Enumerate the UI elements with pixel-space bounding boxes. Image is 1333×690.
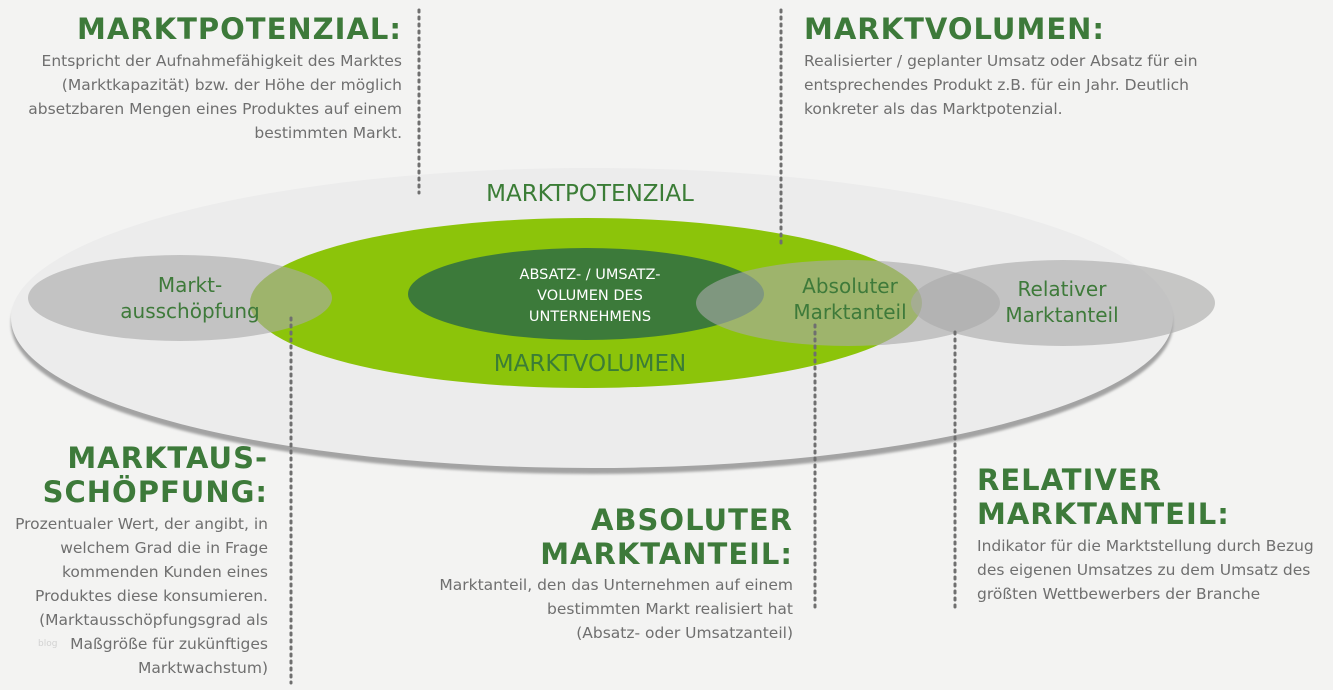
text-line: entsprechendes Produkt z.B. für ein Jahr…: [804, 76, 1189, 94]
marktausschoepfung-heading: MARKTAUS- SCHÖPFUNG:: [0, 441, 268, 509]
text-line: Prozentualer Wert, der angibt, in: [15, 515, 268, 533]
ausschoepfung-label-line: Markt-: [157, 273, 223, 297]
absoluter-marktanteil-heading: ABSOLUTER MARKTANTEIL:: [540, 503, 793, 571]
company-volume-label: ABSATZ- / UMSATZ- VOLUMEN DES UNTERNEHME…: [460, 265, 720, 328]
relative-share-ellipse-label: Relativer Marktanteil: [982, 276, 1142, 328]
company-volume-line: VOLUMEN DES: [537, 288, 643, 304]
ausschoepfung-ellipse-label: Markt- ausschöpfung: [100, 272, 280, 324]
text-line: (Marktausschöpfungsgrad als: [39, 611, 268, 629]
marktvolumen-section: MARKTVOLUMEN: Realisierter / geplanter U…: [804, 12, 1264, 121]
text-line: Realisierter / geplanter Umsatz oder Abs…: [804, 52, 1198, 70]
absolute-share-ellipse: [696, 260, 1000, 346]
text-line: bestimmten Markt.: [254, 124, 402, 142]
absoluter-marktanteil-section: ABSOLUTER MARKTANTEIL: Marktanteil, den …: [330, 503, 793, 645]
relativer-marktanteil-section: RELATIVER MARKTANTEIL: Indikator für die…: [977, 463, 1331, 606]
relativer-marktanteil-heading: RELATIVER MARKTANTEIL:: [977, 463, 1331, 531]
text-line: konkreter als das Marktpotenzial.: [804, 100, 1063, 118]
marktausschoepfung-text: Prozentualer Wert, der angibt, in welche…: [0, 512, 268, 680]
marktvolumen-text: Realisierter / geplanter Umsatz oder Abs…: [804, 49, 1264, 121]
absolute-share-ellipse-label: Absoluter Marktanteil: [770, 273, 930, 325]
company-volume-ellipse: [408, 248, 764, 340]
company-volume-line: UNTERNEHMENS: [528, 309, 652, 325]
text-line: Maßgröße für zukünftiges: [70, 635, 268, 653]
heading-line: MARKTAUS-: [67, 441, 268, 475]
company-volume-line: ABSATZ- / UMSATZ-: [519, 267, 661, 283]
marktvolumen-heading: MARKTVOLUMEN:: [804, 12, 1106, 46]
relative-share-label-line: Relativer: [1017, 277, 1107, 301]
relative-share-label-line: Marktanteil: [1005, 303, 1119, 327]
marktpotenzial-section: MARKTPOTENZIAL: Entspricht der Aufnahmef…: [0, 12, 402, 145]
text-line: des eigenen Umsatzes zu dem Umsatz des: [977, 561, 1311, 579]
ausschoepfung-label-line: ausschöpfung: [120, 299, 260, 323]
text-line: Marktwachstum): [138, 659, 268, 677]
watermark: blog: [38, 639, 58, 649]
heading-line: RELATIVER: [977, 463, 1162, 497]
marktausschoepfung-section: MARKTAUS- SCHÖPFUNG: Prozentualer Wert, …: [0, 441, 268, 680]
absoluter-marktanteil-text: Marktanteil, den das Unternehmen auf ein…: [330, 573, 793, 645]
relative-share-ellipse: [911, 260, 1215, 346]
marktpotenzial-text: Entspricht der Aufnahmefähigkeit des Mar…: [0, 49, 402, 145]
heading-line: SCHÖPFUNG:: [42, 475, 268, 509]
text-line: (Absatz- oder Umsatzanteil): [576, 624, 793, 642]
relativer-marktanteil-text: Indikator für die Marktstellung durch Be…: [977, 534, 1331, 606]
text-line: (Marktkapazität) bzw. der Höhe der mögli…: [61, 76, 402, 94]
text-line: welchem Grad die in Frage: [60, 539, 268, 557]
text-line: größten Wettbewerbers der Branche: [977, 585, 1261, 603]
absolute-share-label-line: Marktanteil: [793, 300, 907, 324]
absolute-share-label-line: Absoluter: [802, 274, 898, 298]
ausschoepfung-ellipse: [28, 255, 332, 341]
text-line: Indikator für die Marktstellung durch Be…: [977, 537, 1314, 555]
text-line: kommenden Kunden eines: [61, 563, 268, 581]
text-line: absetzbaren Mengen eines Produktes auf e…: [28, 100, 402, 118]
heading-line: MARKTANTEIL:: [977, 497, 1230, 531]
text-line: Entspricht der Aufnahmefähigkeit des Mar…: [41, 52, 402, 70]
text-line: Produktes diese konsumieren.: [35, 587, 268, 605]
outer-market-potential-label: MARKTPOTENZIAL: [486, 181, 694, 207]
text-line: bestimmten Markt realisiert hat: [547, 600, 793, 618]
text-line: Marktanteil, den das Unternehmen auf ein…: [439, 576, 793, 594]
market-volume-label: MARKTVOLUMEN: [493, 351, 687, 377]
marktpotenzial-heading: MARKTPOTENZIAL:: [77, 12, 402, 46]
